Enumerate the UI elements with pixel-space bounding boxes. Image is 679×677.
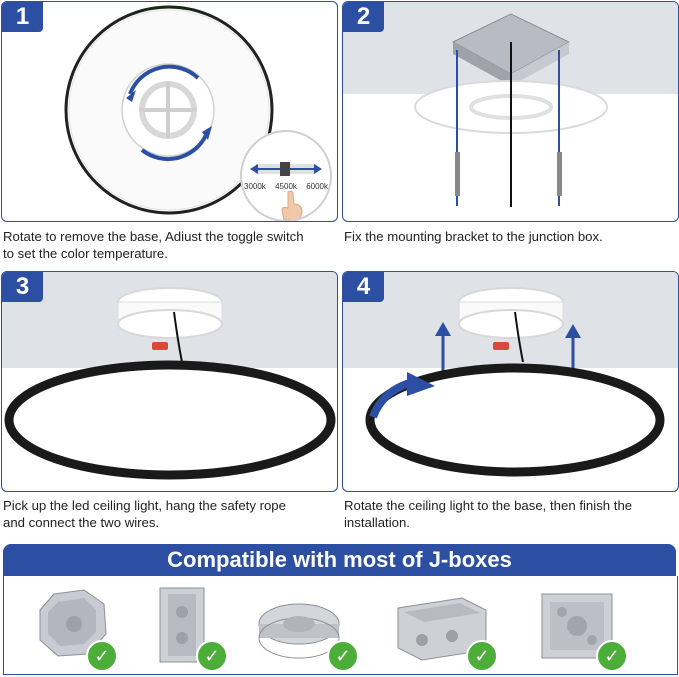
rotate-to-base-illustration [365,287,665,477]
step-2-panel: 2 [342,1,679,222]
step-4-panel: 4 [342,271,679,492]
step-1-panel: 1 3000k 4500k 6000k [1,1,338,222]
step-1-caption: Rotate to remove the base, Adiust the to… [3,229,304,261]
octagon-junction-box-icon [34,584,114,669]
wire-connection-illustration [4,287,336,480]
check-icon: ✓ [86,640,118,672]
finger-icon [281,190,303,220]
cct-6000k-label: 6000k [306,182,328,191]
step-3-panel: 3 [1,271,338,492]
step-4-caption: Rotate the ceiling light to the base, th… [344,498,633,530]
check-icon: ✓ [196,640,228,672]
double-gang-junction-box-icon [392,588,492,669]
step-2-badge: 2 [343,2,384,32]
check-icon: ✓ [596,640,628,672]
compat-title: Compatible with most of J-boxes [3,544,676,576]
step-4-badge: 4 [343,272,384,302]
step-3-caption: Pick up the led ceiling light, hang the … [3,498,286,530]
jbox-strip: ✓ ✓ ✓ ✓ [3,576,678,675]
cct-4500k-label: 4500k [275,182,297,191]
step-3-badge: 3 [2,272,43,302]
check-icon: ✓ [327,640,359,672]
cct-3000k-label: 3000k [244,182,266,191]
toggle-switch-zoom: 3000k 4500k 6000k [240,130,332,221]
mounting-bracket-illustration [414,13,608,207]
base-removal-illustration [64,5,274,215]
double-arrow-icon [250,162,322,176]
step-1-badge: 1 [2,2,43,32]
step-2-caption: Fix the mounting bracket to the junction… [344,229,603,244]
round-pancake-junction-box-icon [254,594,344,669]
check-icon: ✓ [466,640,498,672]
